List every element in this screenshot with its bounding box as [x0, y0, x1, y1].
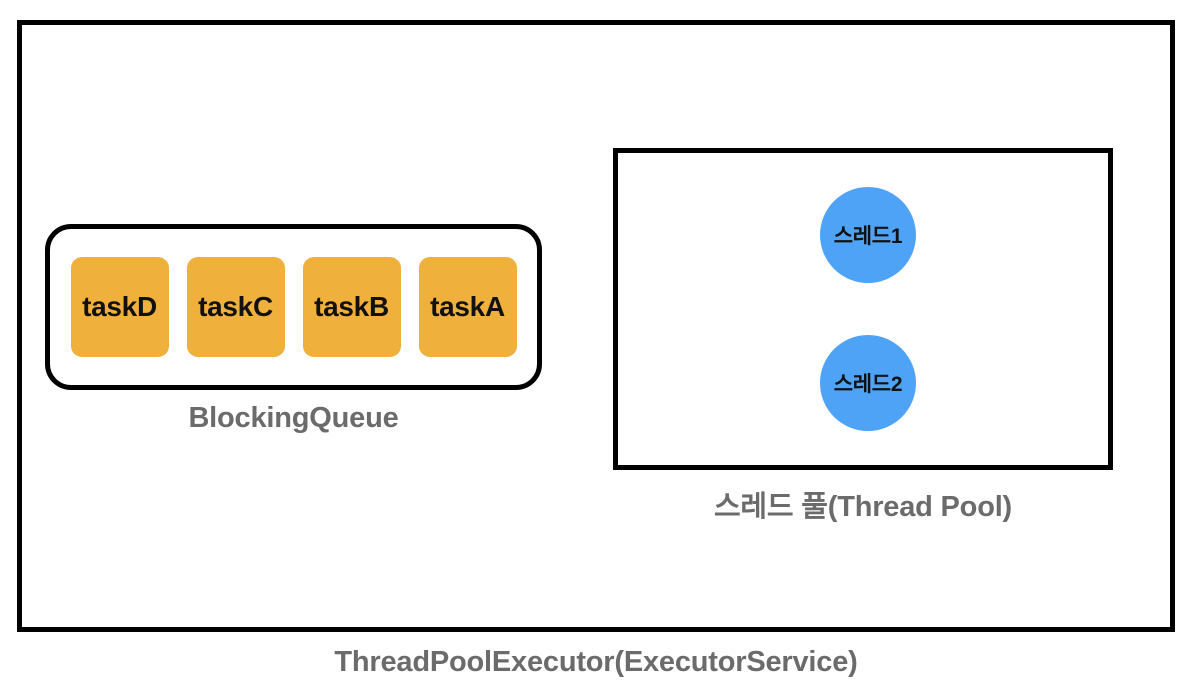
threadpool-caption: 스레드 풀(Thread Pool) — [713, 491, 1013, 523]
thread-circle: 스레드1 — [820, 187, 916, 283]
thread-circle-label: 스레드2 — [833, 373, 903, 396]
threadpoolexecutor-caption: ThreadPoolExecutor(ExecutorService) — [334, 646, 858, 678]
task-chip: taskB — [302, 257, 401, 357]
task-chip-label: taskC — [198, 291, 273, 322]
task-chip-label: taskA — [430, 291, 505, 322]
task-chip: taskD — [70, 257, 169, 357]
task-chip-label: taskD — [82, 291, 157, 322]
blockingqueue-container: taskD taskC taskB taskA — [45, 224, 542, 390]
threadpool-container: 스레드1 스레드2 — [613, 148, 1113, 470]
thread-circle-label: 스레드1 — [833, 225, 903, 248]
task-chip: taskC — [186, 257, 285, 357]
task-chip: taskA — [418, 257, 517, 357]
task-chip-label: taskB — [314, 291, 389, 322]
thread-circle: 스레드2 — [820, 335, 916, 431]
blockingqueue-caption: BlockingQueue — [188, 402, 399, 434]
blockingqueue-task-list: taskD taskC taskB taskA — [50, 229, 537, 385]
